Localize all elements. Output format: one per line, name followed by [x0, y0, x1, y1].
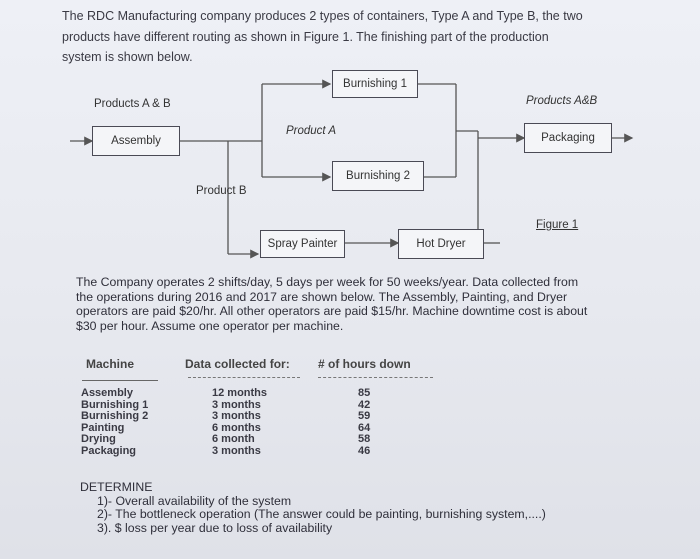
period-cell: 3 months [212, 398, 261, 411]
figure-caption: Figure 1 [536, 219, 579, 231]
hours-header-rule [318, 377, 433, 378]
paragraph-line: $30 per hour. Assume one operator per ma… [76, 318, 344, 333]
hours-cell: 46 [358, 444, 371, 457]
period-cell: 6 months [212, 421, 261, 434]
hours-cell: 85 [358, 387, 371, 399]
period-column: 12 months 3 months 3 months 6 months 6 m… [212, 387, 268, 457]
hot-dryer-box: Hot Dryer [398, 229, 484, 259]
hours-cell: 42 [358, 398, 371, 411]
product-b-label: Product B [196, 185, 247, 197]
period-header-rule [188, 377, 300, 378]
product-a-label: Product A [286, 125, 337, 137]
hours-column: 85 42 59 64 58 46 [358, 387, 371, 457]
machine-cell: Drying [81, 433, 116, 445]
burnishing1-box: Burnishing 1 [332, 70, 418, 98]
period-cell: 6 month [212, 433, 255, 445]
burnishing1-label: Burnishing 1 [343, 78, 407, 90]
machine-cell: Assembly [81, 387, 133, 399]
intro-line: system is shown below. [62, 50, 193, 64]
period-cell: 3 months [212, 410, 261, 422]
burnishing2-box: Burnishing 2 [332, 161, 424, 191]
determine-title: DETERMINE [80, 480, 153, 494]
hours-cell: 59 [358, 410, 371, 422]
intro-line: products have different routing as shown… [62, 29, 549, 44]
header-data-collected: Data collected for: [185, 357, 290, 371]
determine-item: 1)- Overall availability of the system [97, 493, 292, 508]
machine-cell: Painting [81, 421, 125, 434]
paragraph-line: the operations during 2016 and 2017 are … [76, 289, 568, 304]
products-ab-left-label: Products A & B [94, 98, 171, 110]
machine-cell: Burnishing 1 [81, 398, 149, 411]
packaging-box: Packaging [524, 123, 612, 153]
machine-column: Assembly Burnishing 1 Burnishing 2 Paint… [81, 387, 149, 457]
products-ab-right-label: Products A&B [526, 95, 598, 107]
burnishing2-label: Burnishing 2 [346, 170, 410, 182]
determine-section: DETERMINE 1)- Overall availability of th… [80, 480, 546, 535]
machine-header-rule [82, 380, 158, 381]
assembly-label: Assembly [111, 135, 161, 147]
assembly-box: Assembly [92, 126, 180, 156]
hours-cell: 58 [358, 433, 371, 445]
header-hours-down: # of hours down [318, 357, 411, 371]
packaging-label: Packaging [541, 132, 595, 144]
spray-painter-box: Spray Painter [260, 230, 345, 258]
spray-painter-label: Spray Painter [267, 238, 338, 250]
paragraph-line: The Company operates 2 shifts/day, 5 day… [76, 275, 579, 289]
intro-text: The RDC Manufacturing company produces 2… [62, 6, 583, 68]
determine-item: 2)- The bottleneck operation (The answer… [97, 507, 546, 521]
intro-line: The RDC Manufacturing company produces 2… [62, 9, 583, 23]
hours-cell: 64 [358, 421, 371, 434]
paragraph-line: operators are paid $20/hr. All other ope… [76, 304, 588, 318]
header-machine: Machine [86, 357, 135, 371]
period-cell: 12 months [212, 387, 268, 399]
machine-cell: Burnishing 2 [81, 410, 149, 422]
period-cell: 3 months [212, 444, 261, 457]
determine-item: 3). $ loss per year due to loss of avail… [97, 520, 333, 535]
machine-cell: Packaging [81, 444, 137, 457]
hot-dryer-label: Hot Dryer [416, 238, 466, 250]
operations-paragraph: The Company operates 2 shifts/day, 5 day… [76, 275, 587, 333]
